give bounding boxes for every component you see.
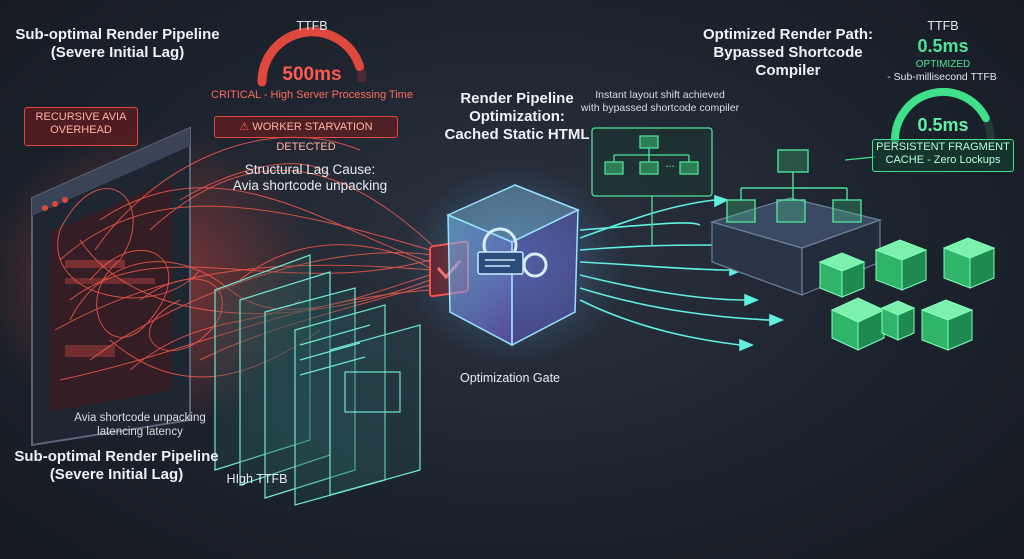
cache-cube (876, 240, 926, 290)
latency-line2: latencing latency (55, 425, 225, 439)
ttfb-critical-label: TTFB (287, 19, 337, 34)
ttfb-critical-value: 500ms (270, 64, 354, 86)
high-ttfb-label: HIgh TTFB (222, 472, 292, 487)
legacy-bottom-line2: (Severe Initial Lag) (4, 466, 229, 484)
shortcode-layer-stack (215, 255, 420, 505)
cache-callout-line (845, 157, 875, 160)
html-doc-icon (478, 252, 523, 274)
optimization-title-line3: Cached Static HTML (432, 126, 602, 144)
cache-line2: CACHE - Zero Lockups (873, 154, 1013, 167)
instant-layout-caption: Instant layout shift achieved with bypas… (574, 89, 746, 115)
cache-fragment-cubes (820, 238, 994, 350)
window-dot-icon (42, 205, 48, 211)
tree-ellipsis: ... (661, 158, 679, 170)
persistent-cache-badge: PERSISTENT FRAGMENT CACHE - Zero Lockups (872, 139, 1014, 172)
latency-line1: Avia shortcode unpacking (55, 411, 225, 425)
optimized-path-title: Optimized Render Path: Bypassed Shortcod… (688, 26, 888, 80)
recursive-overhead-badge: RECURSIVE AVIA OVERHEAD (24, 107, 138, 146)
cache-line1: PERSISTENT FRAGMENT (873, 141, 1013, 154)
recursive-badge-line2: OVERHEAD (25, 124, 137, 137)
sub-ms-caption: - Sub-millisecond TTFB (872, 71, 1012, 83)
legacy-title-line1: Sub-optimal Render Pipeline (10, 26, 225, 44)
legacy-pipeline-title: Sub-optimal Render Pipeline (Severe Init… (10, 26, 225, 62)
legacy-bottom-line1: Sub-optimal Render Pipeline (4, 448, 229, 466)
optimization-gate-label: Optimization Gate (440, 371, 580, 386)
ttfb-optimized-label: TTFB (918, 19, 968, 34)
tree-node-root (778, 150, 808, 172)
gauge-optimized-value: 0.5ms (906, 115, 980, 136)
optimized-title-line2: Bypassed Shortcode Compiler (688, 44, 888, 80)
instant-line2: with bypassed shortcode compiler (574, 102, 746, 115)
cache-cube (832, 298, 884, 350)
instant-line1: Instant layout shift achieved (574, 89, 746, 102)
optimized-status: OPTIMIZED (903, 59, 983, 70)
structural-cause-line2: Avia shortcode unpacking (220, 178, 400, 194)
recursive-badge-line1: RECURSIVE AVIA (25, 111, 137, 124)
legacy-title-line2: (Severe Initial Lag) (10, 44, 225, 62)
cache-cube (922, 300, 972, 350)
cache-cube (820, 253, 864, 297)
worker-starvation-alert: ⚠ WORKER STARVATION DETECTED (214, 116, 398, 138)
ttfb-critical-status: CRITICAL - High Server Processing Time (210, 89, 414, 101)
structural-cause-line1: Structural Lag Cause: (220, 162, 400, 178)
latency-caption: Avia shortcode unpacking latencing laten… (55, 411, 225, 439)
warning-icon: ⚠ (239, 121, 249, 133)
window-dot-icon (62, 197, 68, 203)
legacy-pipeline-bottom-title: Sub-optimal Render Pipeline (Severe Init… (4, 448, 229, 484)
cache-cube (882, 301, 914, 340)
optimized-title-line1: Optimized Render Path: (688, 26, 888, 44)
window-dot-icon (52, 201, 58, 207)
cache-cube (944, 238, 994, 288)
ttfb-optimized-value: 0.5ms (903, 36, 983, 57)
structural-lag-cause: Structural Lag Cause: Avia shortcode unp… (220, 162, 400, 194)
